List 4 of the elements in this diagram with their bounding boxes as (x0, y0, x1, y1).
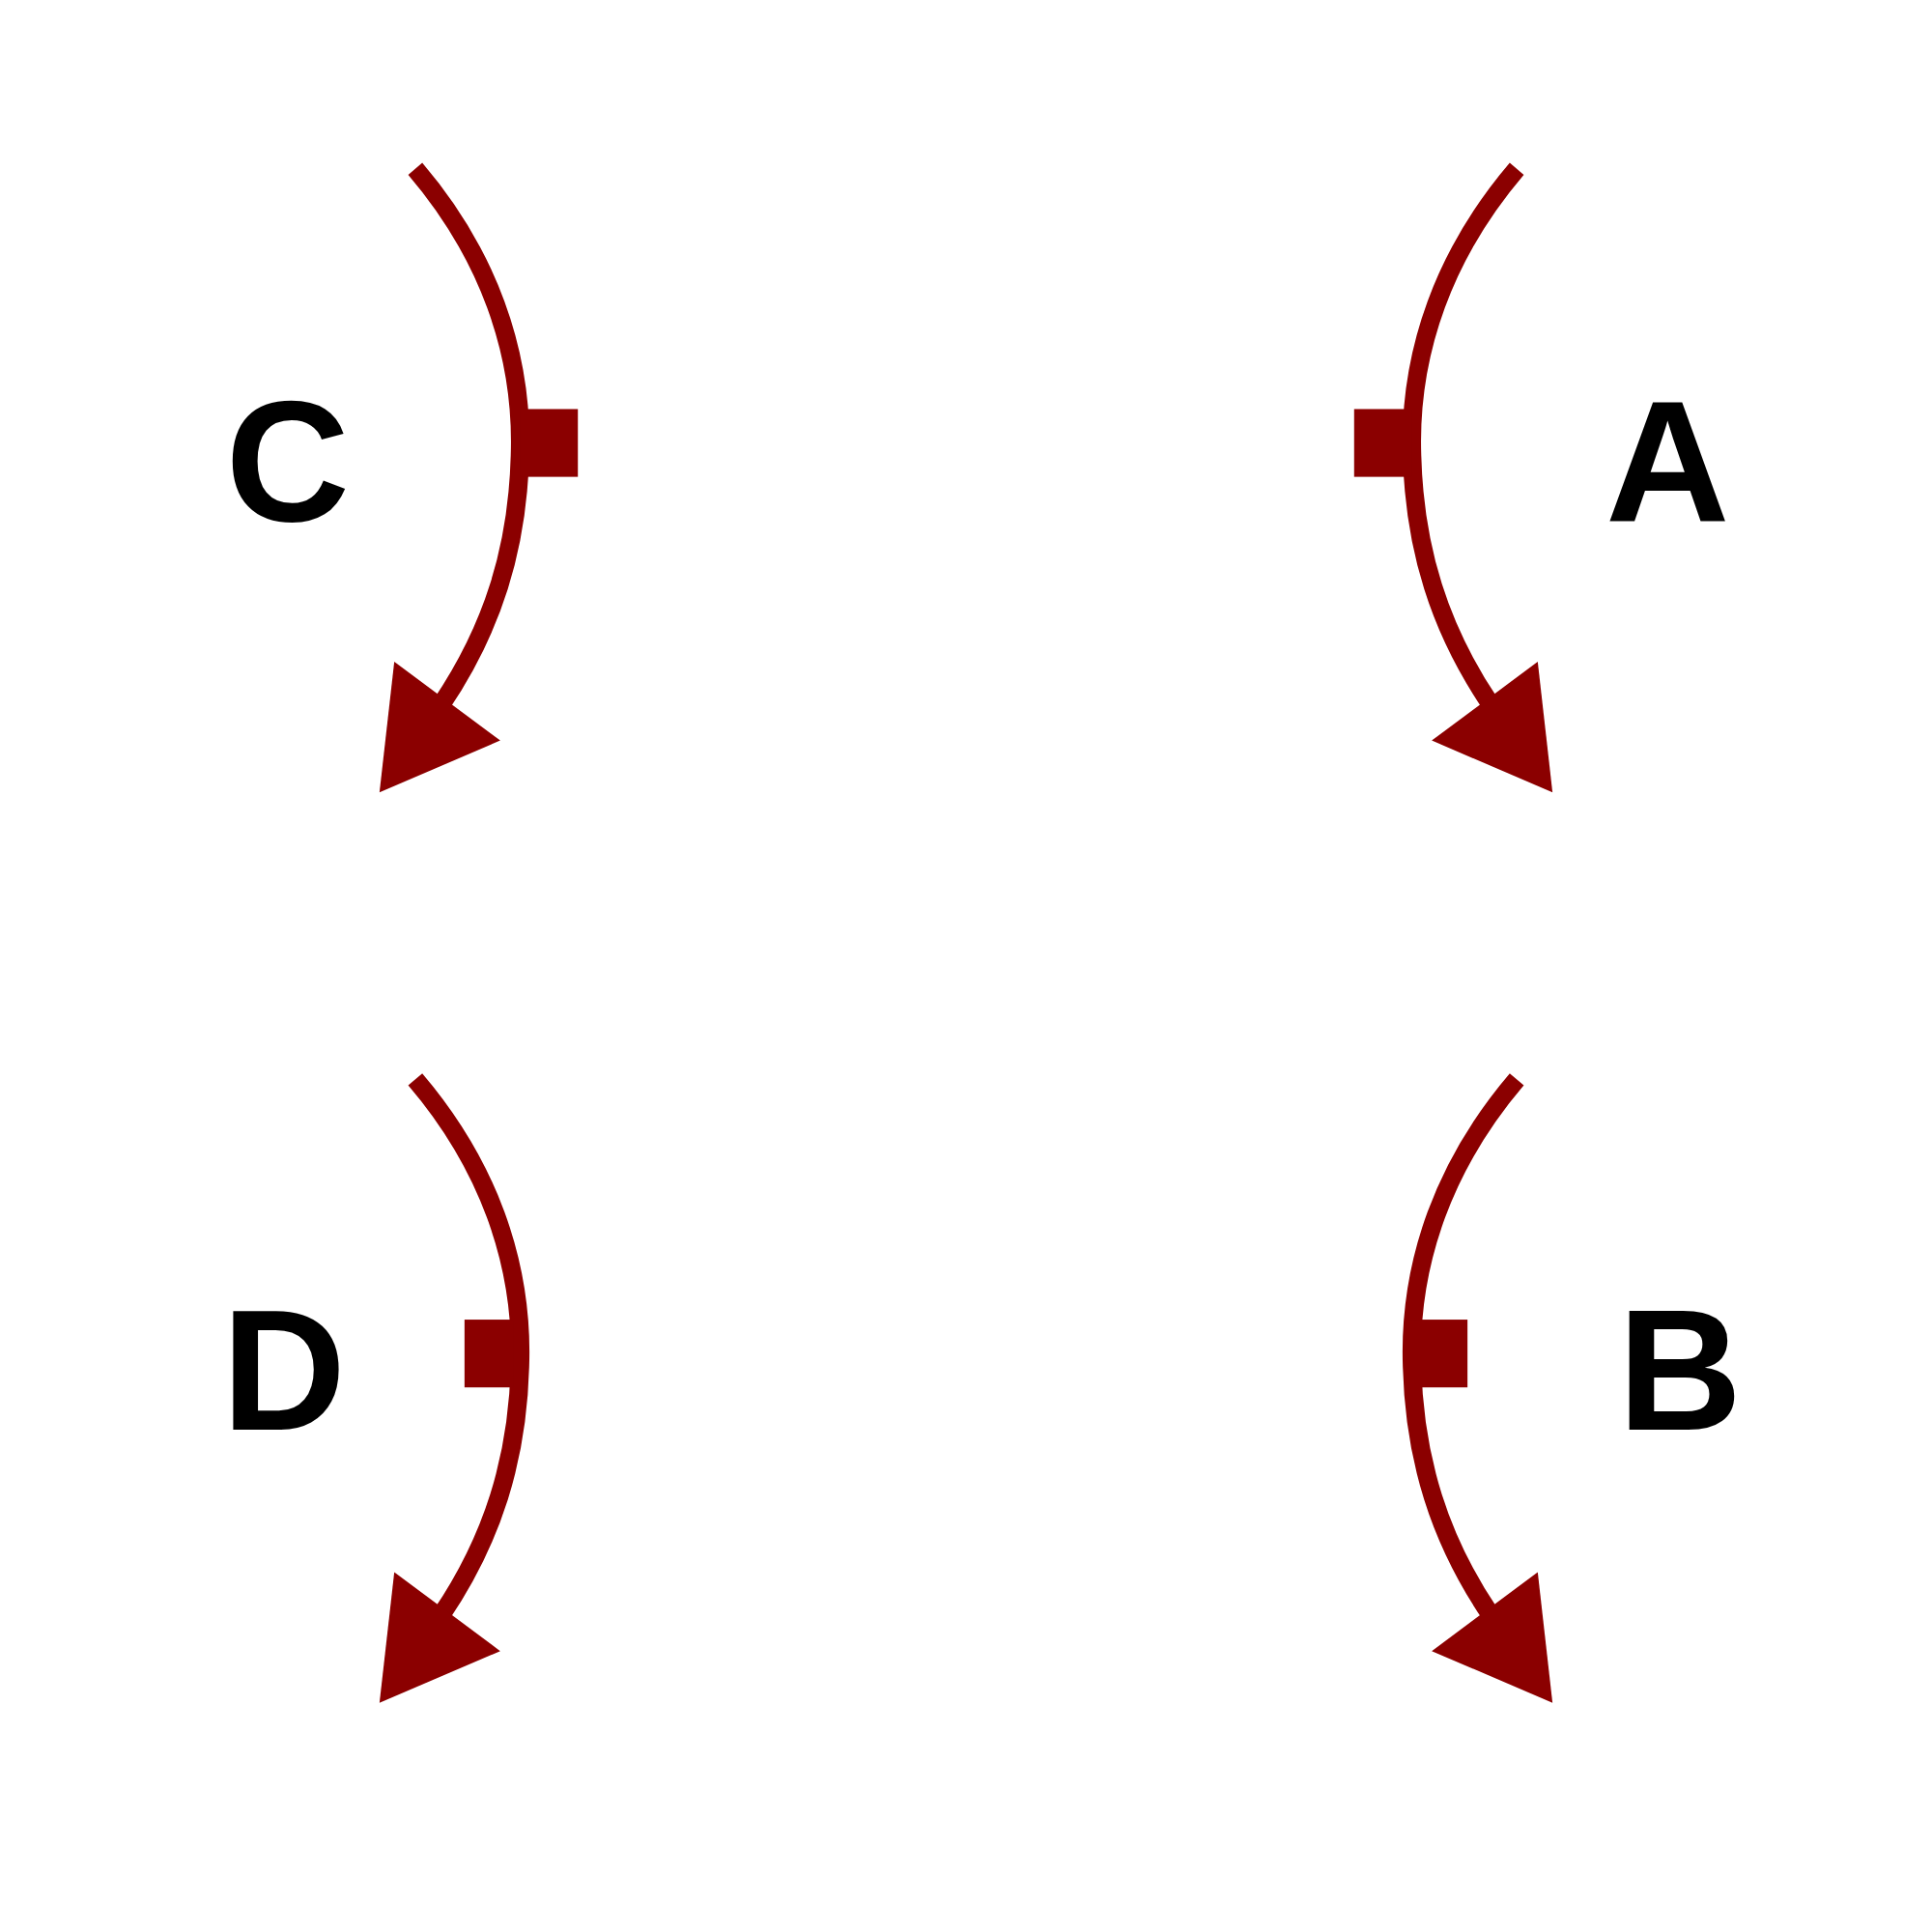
letter-label: C (225, 376, 350, 548)
letter-label: A (1605, 376, 1730, 548)
letter-label: B (1617, 1285, 1743, 1458)
letter-label: D (221, 1285, 347, 1458)
